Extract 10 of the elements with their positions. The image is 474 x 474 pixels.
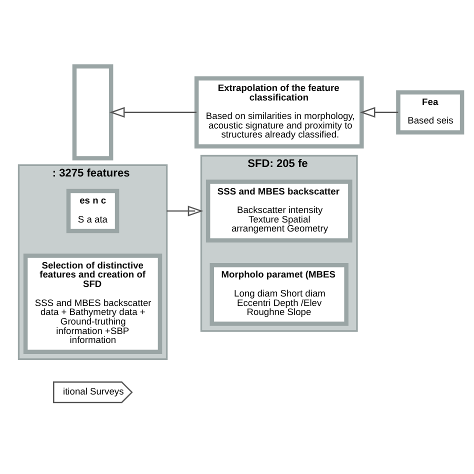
node-box: Morpholo paramet (MBES Long diam Short diam Eccentri Depth /Elev Roughne Slope: [210, 262, 348, 326]
node-box: Selection of distinctive features and creation of SFD SSS and MBES backscatter data + Bathymetry data + Ground-truthing information +SBP information: [23, 254, 162, 354]
arrow: [166, 206, 204, 216]
node-box: [72, 64, 114, 160]
node-box: SSS and MBES backscatter Backscatter intensity Texture Spatial arrangement Geometry: [206, 180, 352, 243]
arrow: [360, 106, 398, 118]
node-box: Extrapolation of the feature classification Based on similarities in morphology, acoustic signature and proximity to structures already classified.: [194, 76, 364, 149]
node-box: es n c S a ata: [66, 188, 120, 234]
node-box: Fea Based seis: [396, 90, 464, 134]
arrow: [109, 106, 196, 118]
